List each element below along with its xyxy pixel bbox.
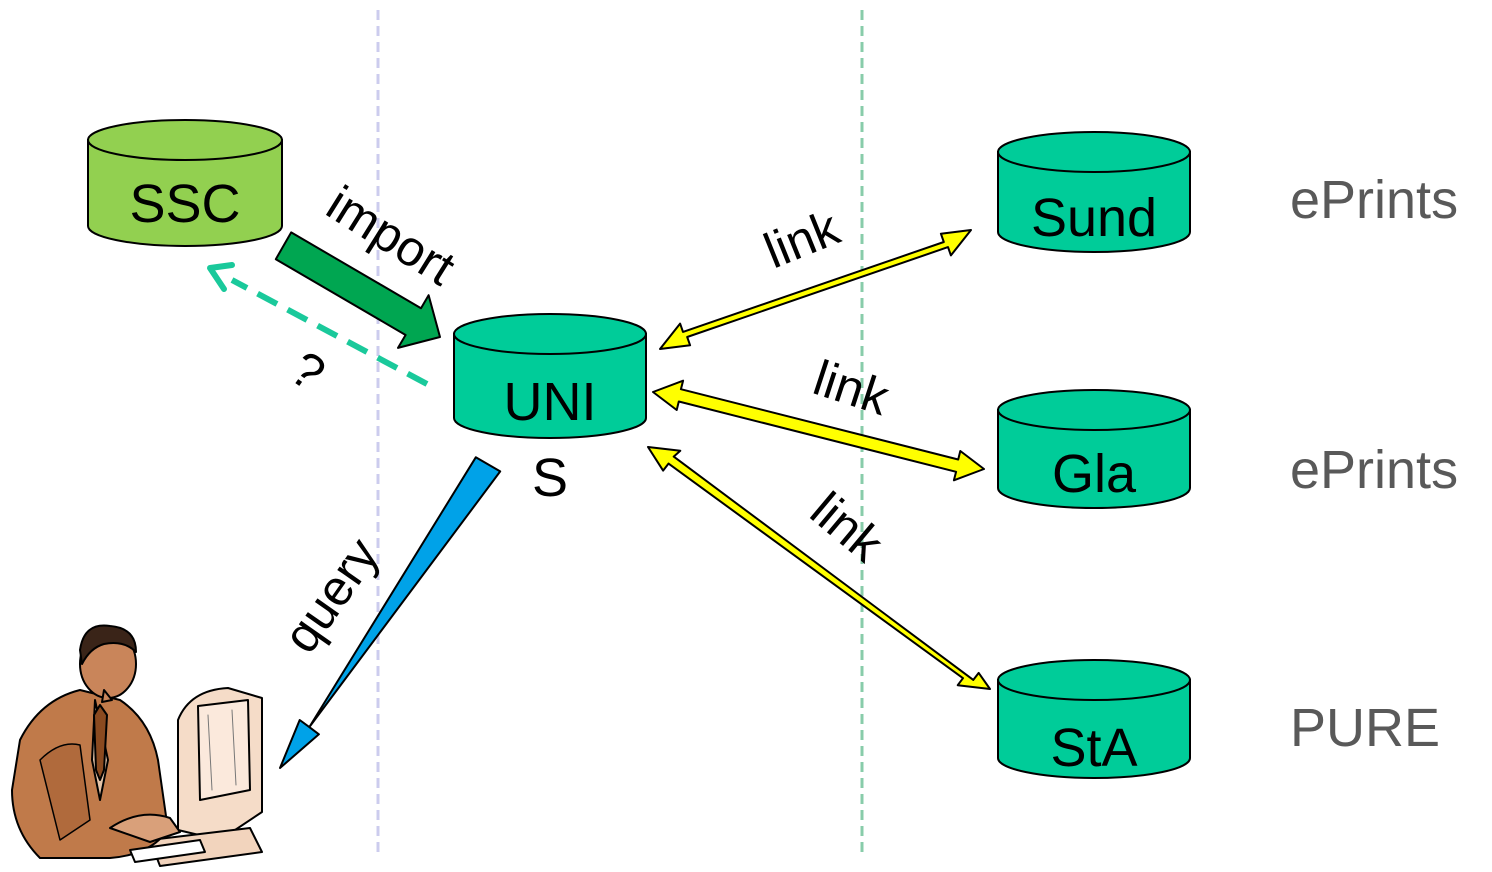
link-sta-label: link: [800, 481, 894, 573]
sund-database: Sund: [997, 131, 1191, 253]
import-arrow: [274, 231, 441, 349]
sund-label: Sund: [1031, 188, 1157, 248]
gla-label: Gla: [1052, 444, 1137, 504]
unis-label-line1: UNI: [504, 372, 597, 432]
ssc-database: SSC: [87, 119, 283, 247]
question-label: ?: [280, 340, 335, 402]
unis-label-line2: S: [532, 448, 568, 508]
question-arrow: [207, 262, 429, 387]
sta-label: StA: [1050, 718, 1137, 778]
unis-database: UNI S: [453, 313, 647, 508]
link-sund-label: link: [756, 199, 847, 279]
query-arrow: [279, 456, 502, 769]
link-sund-arrow: [659, 229, 972, 350]
link-gla-label: link: [807, 350, 897, 427]
sund-system-label: ePrints: [1290, 170, 1458, 230]
link-gla-arrow: [652, 379, 985, 482]
gla-system-label: ePrints: [1290, 440, 1458, 500]
sta-database: StA: [997, 659, 1191, 779]
gla-database: Gla: [997, 389, 1191, 509]
link-sta-arrow: [647, 446, 991, 690]
ssc-label: SSC: [129, 174, 240, 234]
user-at-computer-icon: [11, 624, 263, 867]
sta-system-label: PURE: [1290, 698, 1440, 758]
